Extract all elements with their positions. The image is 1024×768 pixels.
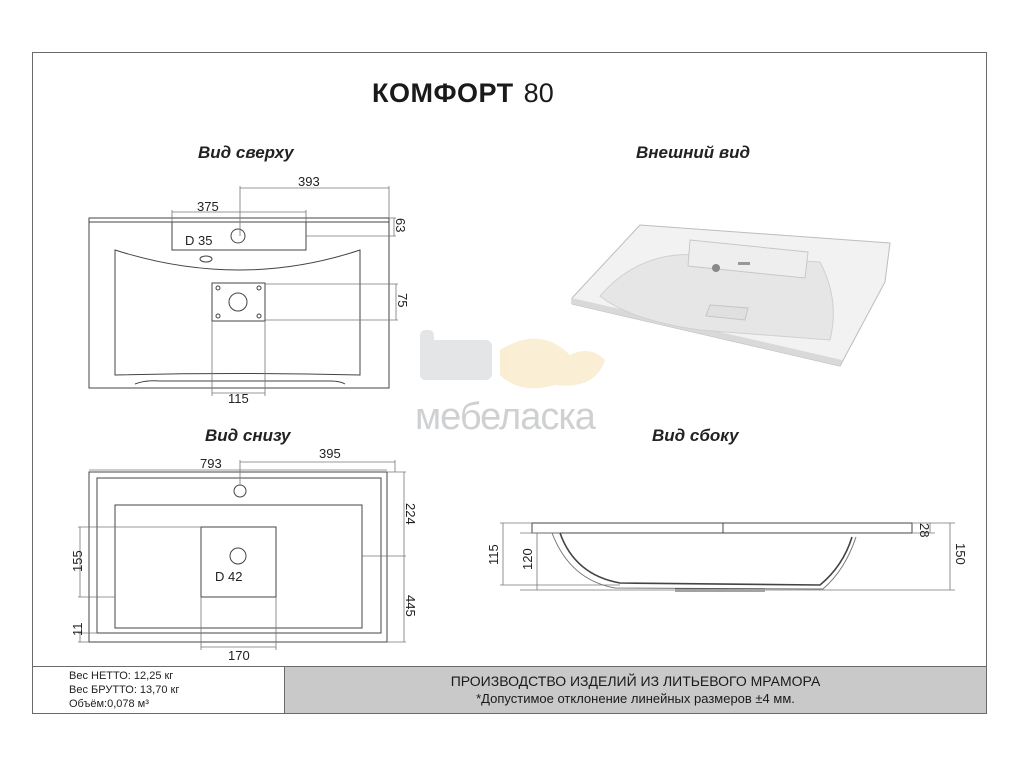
dim-bottom-170: 170 bbox=[228, 648, 250, 663]
dim-bottom-drain: D 42 bbox=[215, 569, 243, 584]
side-bowl-outer bbox=[559, 532, 853, 586]
specs-box: Вес НЕТТО: 12,25 кг Вес БРУТТО: 13,70 кг… bbox=[33, 666, 285, 713]
notice-line-2: *Допустимое отклонение линейных размеров… bbox=[476, 691, 795, 706]
top-bowl bbox=[114, 249, 361, 376]
dim-bottom-445: 445 bbox=[403, 595, 418, 617]
watermark-text: мебеласка bbox=[415, 396, 596, 438]
spec-volume: Объём:0,078 м³ bbox=[69, 698, 149, 710]
bottom-bowl bbox=[114, 504, 363, 629]
bottom-outline bbox=[88, 471, 388, 643]
dim-side-115: 115 bbox=[486, 544, 501, 565]
top-drain-hole bbox=[228, 292, 248, 312]
dim-top-393: 393 bbox=[298, 174, 320, 189]
top-view-drawing bbox=[88, 186, 398, 396]
dim-side-120: 120 bbox=[520, 548, 535, 570]
dim-bottom-395: 395 bbox=[319, 446, 341, 461]
dim-bottom-155: 155 bbox=[70, 550, 85, 572]
label-exterior-view: Внешний вид bbox=[636, 143, 751, 162]
drawing-sheet bbox=[32, 52, 987, 714]
top-outline bbox=[88, 217, 390, 389]
dim-bottom-793: 793 bbox=[200, 456, 222, 471]
bottom-view-drawing bbox=[78, 460, 406, 650]
dim-top-75: 75 bbox=[395, 293, 410, 308]
dim-top-63: 63 bbox=[393, 218, 408, 233]
watermark-logo bbox=[420, 330, 605, 389]
label-top-view: Вид сверху bbox=[198, 143, 294, 162]
bottom-tap-hole bbox=[233, 484, 247, 498]
dim-bottom-224: 224 bbox=[403, 503, 418, 525]
side-top-slab bbox=[531, 522, 913, 534]
label-side-view: Вид сбоку bbox=[652, 426, 739, 445]
product-title: КОМФОРТ 80 bbox=[372, 78, 554, 109]
top-overflow bbox=[199, 255, 213, 263]
dim-top-115: 115 bbox=[228, 391, 249, 406]
top-tap-hole bbox=[230, 228, 246, 244]
exterior-view-drawing bbox=[571, 224, 891, 367]
product-size: 80 bbox=[523, 78, 554, 108]
dim-top-hole: D 35 bbox=[185, 233, 213, 248]
notice-box: ПРОИЗВОДСТВО ИЗДЕЛИЙ ИЗ ЛИТЬЕВОГО МРАМОР… bbox=[285, 666, 986, 713]
spec-gross-weight: Вес БРУТТО: 13,70 кг bbox=[69, 684, 180, 696]
top-drain-plate bbox=[211, 282, 266, 322]
bottom-drain-hole bbox=[229, 547, 247, 565]
bottom-inner-rim bbox=[96, 477, 382, 634]
dim-side-28: 28 bbox=[917, 523, 932, 538]
dim-side-150: 150 bbox=[953, 543, 968, 565]
side-view-drawing bbox=[500, 522, 955, 592]
notice-line-1: ПРОИЗВОДСТВО ИЗДЕЛИЙ ИЗ ЛИТЬЕВОГО МРАМОР… bbox=[450, 673, 821, 689]
product-name: КОМФОРТ bbox=[372, 78, 514, 108]
dim-top-375: 375 bbox=[197, 199, 219, 214]
dim-bottom-11: 11 bbox=[70, 622, 85, 637]
spec-net-weight: Вес НЕТТО: 12,25 кг bbox=[69, 670, 174, 682]
label-bottom-view: Вид снизу bbox=[205, 426, 291, 445]
bottom-drain-plate bbox=[200, 526, 277, 598]
